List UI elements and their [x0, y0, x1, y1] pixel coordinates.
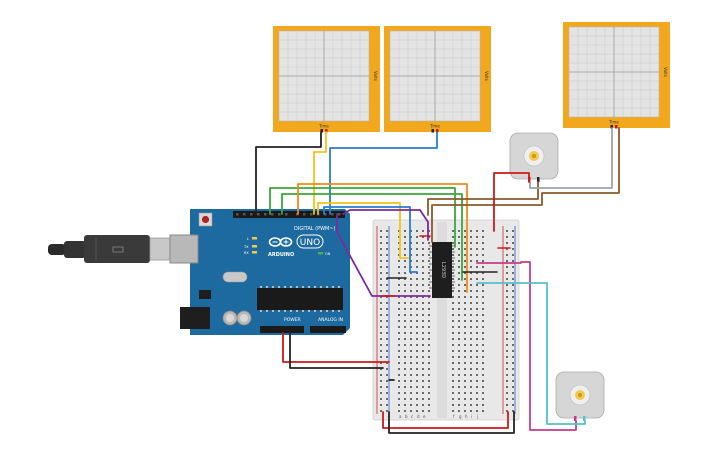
wire-blue-scope2[interactable] — [329, 131, 438, 215]
crystal-oscillator — [222, 271, 248, 283]
usb-icon — [112, 246, 124, 253]
wire-pink-motor2[interactable] — [476, 261, 577, 431]
col-letter-h: h — [465, 414, 468, 419]
wire-teal-motor2[interactable] — [476, 282, 586, 425]
right-terminal-strip[interactable] — [451, 226, 487, 412]
col-letter-d: d — [417, 414, 420, 419]
wire-purple-2[interactable] — [342, 209, 429, 241]
wire-orange[interactable] — [297, 183, 468, 293]
usb-connector — [149, 237, 173, 261]
scope-time-label: Time — [429, 124, 440, 129]
wire-black-rail-bridge[interactable] — [388, 411, 515, 434]
scope-volts-label: Volts — [373, 71, 378, 81]
col-letter-i: i — [471, 414, 472, 419]
led-on — [318, 252, 323, 255]
scope-terminal-pos[interactable] — [436, 129, 439, 133]
analog-header[interactable] — [310, 326, 346, 333]
oscilloscope-2[interactable]: Time Volts — [384, 26, 491, 133]
digital-header-label: DIGITAL (PWM~) — [294, 226, 336, 232]
dc-power-jack — [180, 307, 210, 329]
led-l-label: L — [247, 237, 249, 241]
power-header[interactable] — [260, 326, 304, 333]
wire-green-2[interactable] — [281, 193, 463, 281]
led-on-label: ON — [325, 252, 331, 256]
col-letter-j: j — [476, 414, 478, 419]
scope-time-label: Time — [608, 120, 619, 125]
wire-blue-bb[interactable] — [323, 206, 418, 273]
col-letter-c: c — [411, 414, 413, 419]
wire-green-1[interactable] — [269, 187, 456, 248]
led-l — [252, 237, 257, 240]
dc-motor-1[interactable] — [509, 132, 559, 182]
usb-cable[interactable] — [48, 235, 173, 263]
scope-volts-label: Volts — [663, 67, 668, 77]
uno-badge — [296, 234, 324, 249]
wire-yellow-bb[interactable] — [317, 202, 409, 259]
oscilloscope-1[interactable]: Time Volts — [273, 26, 380, 133]
led-tx — [252, 245, 257, 248]
dc-motor-2[interactable] — [555, 371, 605, 421]
led-rx — [252, 251, 257, 254]
col-letter-b: b — [405, 414, 408, 419]
arduino-logo — [268, 237, 293, 247]
scope-terminal-neg[interactable] — [431, 129, 435, 133]
col-letter-e: e — [423, 414, 426, 419]
wire-red-rail-bridge[interactable] — [382, 411, 509, 429]
wire-brown-motor1[interactable] — [427, 181, 539, 216]
scope-terminal-pos[interactable] — [615, 125, 618, 129]
left-power-rail[interactable] — [380, 226, 388, 412]
led-rx-label: RX — [244, 251, 249, 255]
analog-in-label: ANALOG IN — [318, 317, 343, 323]
chip-label: L293D — [440, 262, 446, 278]
wire-red-motor1[interactable] — [493, 172, 530, 232]
wire-gray-scope3[interactable] — [529, 127, 613, 189]
arduino-uno-board[interactable]: DIGITAL (PWM~) UNO ARDUINO L TX RX ON — [169, 209, 350, 335]
led-tx-label: TX — [243, 245, 249, 249]
col-letter-f: f — [453, 414, 455, 419]
breadboard-center-channel — [437, 222, 447, 418]
oscilloscope-3[interactable]: Time Volts — [563, 22, 670, 129]
usb-b-port — [169, 234, 199, 264]
digital-header — [233, 211, 345, 218]
scope-terminal-neg[interactable] — [610, 125, 614, 129]
l293d-chip[interactable]: L293D — [429, 242, 455, 298]
col-letter-a: a — [399, 414, 402, 419]
left-terminal-strip[interactable] — [397, 226, 433, 412]
scope-time-label: Time — [318, 124, 329, 129]
board-model: UNO — [300, 238, 320, 248]
wire-yellow-scope1[interactable] — [313, 131, 327, 215]
col-letter-g: g — [459, 414, 462, 419]
voltage-regulator — [199, 290, 211, 299]
reset-button-cap[interactable] — [201, 215, 210, 224]
scope-terminal-neg[interactable] — [320, 129, 324, 133]
wire-black-gnd[interactable] — [289, 332, 384, 369]
wire-purple-1[interactable] — [336, 213, 431, 297]
wire-red-power[interactable] — [282, 332, 390, 363]
scope-terminal-pos[interactable] — [325, 129, 328, 133]
power-label: POWER — [284, 317, 301, 323]
right-power-rail[interactable] — [506, 226, 514, 412]
scope-volts-label: Volts — [484, 71, 489, 81]
board-brand: ARDUINO — [268, 252, 294, 258]
wire-black-scope1[interactable] — [255, 131, 322, 215]
wire-brown-scope3[interactable] — [431, 127, 620, 243]
atmega-chip — [257, 288, 343, 310]
